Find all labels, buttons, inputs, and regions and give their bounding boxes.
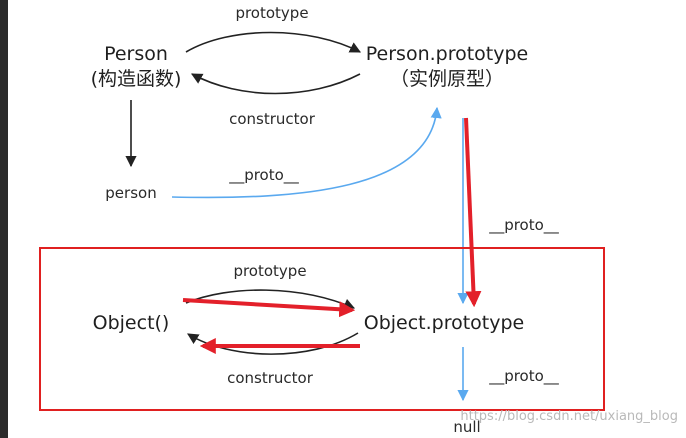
person-proto-arrow bbox=[171, 106, 442, 199]
object-prototype-arrow-red bbox=[182, 298, 356, 318]
person-instance-name: person bbox=[105, 184, 157, 202]
person-prototype-name: Person.prototype bbox=[365, 43, 529, 65]
person-prototype-caption: （实例原型） bbox=[389, 68, 505, 90]
top-constructor-label: constructor bbox=[229, 110, 315, 128]
person-prototype-arrow bbox=[185, 31, 361, 53]
window-edge-bar bbox=[0, 0, 8, 438]
object-constructor-label: constructor bbox=[227, 369, 313, 387]
person-prototype-proto-label: __proto__ bbox=[489, 216, 559, 234]
null-node: null bbox=[453, 418, 481, 436]
person-constructor-name: Person bbox=[104, 43, 168, 65]
watermark-text: https://blog.csdn.net/uxiang_blog bbox=[460, 409, 678, 424]
object-prototype-label: prototype bbox=[233, 262, 307, 280]
object-constructor-name: Object() bbox=[92, 312, 170, 334]
person-constructor-caption: (构造函数) bbox=[90, 68, 182, 90]
person-prototype-proto-red bbox=[464, 117, 482, 308]
top-prototype-label: prototype bbox=[235, 4, 309, 22]
person-constructor-arrow bbox=[191, 73, 361, 95]
object-highlight-frame bbox=[39, 247, 605, 411]
object-prototype-proto-label: __proto__ bbox=[489, 367, 559, 385]
object-prototype-name: Object.prototype bbox=[363, 312, 525, 334]
person-proto-label: __proto__ bbox=[229, 166, 299, 184]
object-prototype-arrow bbox=[185, 289, 356, 310]
